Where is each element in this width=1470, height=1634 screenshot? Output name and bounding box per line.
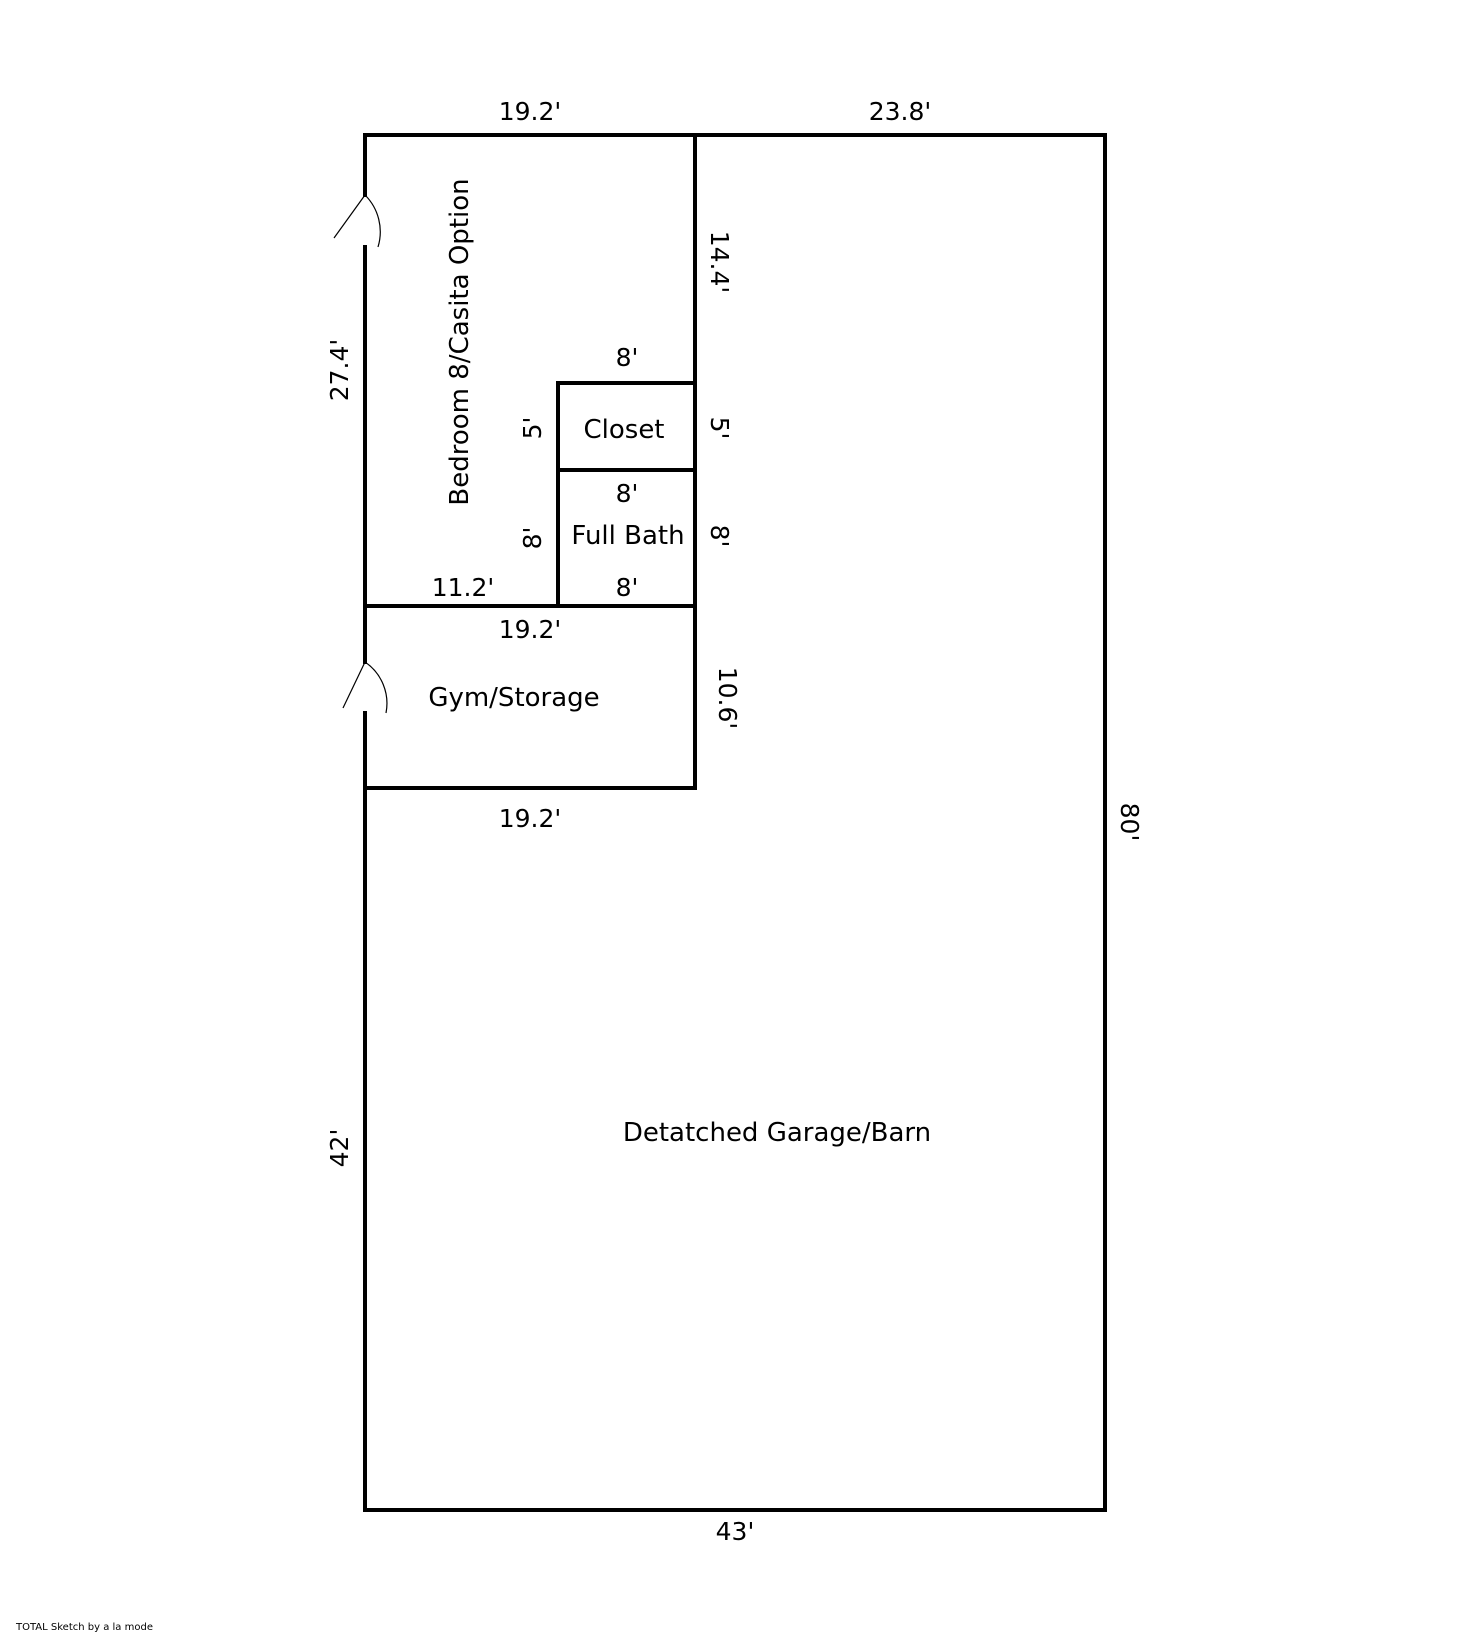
dim-right-total: 80' [1115,803,1144,842]
room-label-gym-storage: Gym/Storage [428,683,599,713]
dim-closet-top: 8' [616,343,639,372]
footer-text: TOTAL Sketch by a la mode [15,1622,153,1633]
walls [363,133,1107,1512]
dim-bedroom-bottom: 11.2' [432,573,495,602]
dim-gym-bottom: 19.2' [499,804,562,833]
dim-top-right: 23.8' [869,97,932,126]
room-label-garage: Detatched Garage/Barn [623,1118,931,1148]
door-gym [342,661,388,714]
dim-closet-right: 5' [705,417,734,440]
dim-left-upper: 27.4' [325,339,354,402]
room-label-closet: Closet [583,415,664,445]
dim-left-lower: 42' [325,1129,354,1168]
dim-gym-right: 10.6' [713,667,742,730]
door-bedroom [333,194,381,248]
dim-bath-top: 8' [616,479,639,508]
dim-bedroom-right: 14.4' [705,231,734,294]
dim-bath-left: 8' [518,527,547,550]
dim-top-left: 19.2' [499,97,562,126]
dim-gym-top: 19.2' [499,615,562,644]
dim-closet-left: 5' [518,417,547,440]
room-label-bedroom: Bedroom 8/Casita Option [445,178,475,505]
dim-bottom-total: 43' [716,1517,755,1546]
room-label-full-bath: Full Bath [571,521,684,551]
dim-bath-bottom: 8' [616,573,639,602]
dim-bath-right: 8' [705,525,734,548]
